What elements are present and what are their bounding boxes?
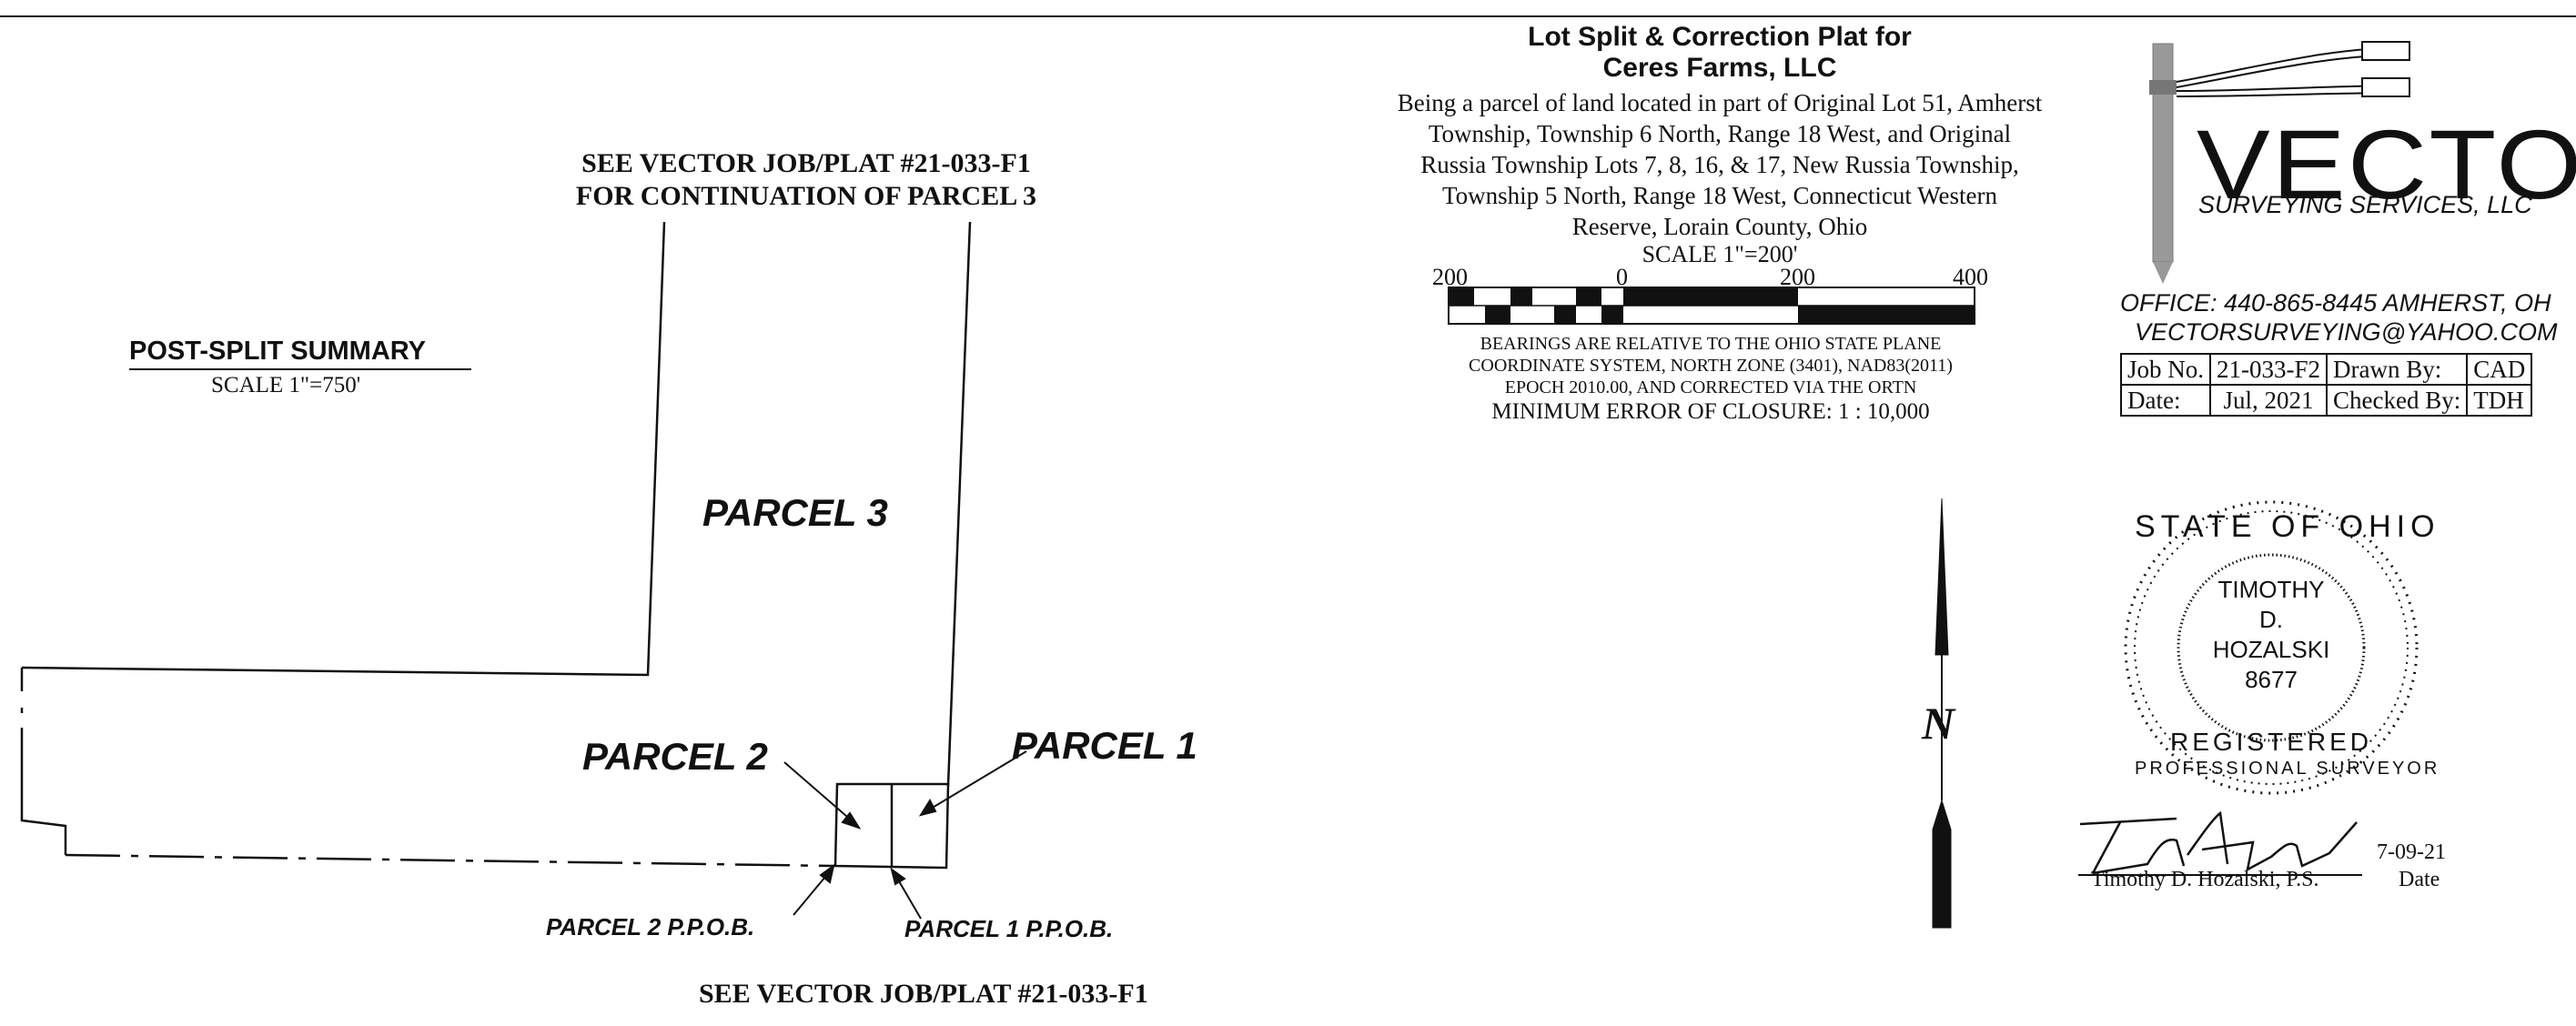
- continuation-top-line1: SEE VECTOR JOB/PLAT #21-033-F1: [581, 148, 1031, 178]
- seal-registered-text: REGISTERED: [2169, 728, 2373, 756]
- seal-name-line: D.: [2259, 606, 2283, 633]
- job-no-label: Job No.: [2119, 353, 2212, 386]
- date-value: Jul, 2021: [2209, 384, 2329, 417]
- parcel-2-ppob-label: PARCEL 2 P.P.O.B.: [546, 913, 755, 940]
- parcel-2-label: PARCEL 2: [582, 735, 768, 778]
- scale-tick-label: 400: [1953, 264, 1988, 290]
- parcel-3-label: PARCEL 3: [702, 491, 888, 534]
- seal-name-line: 8677: [2245, 666, 2298, 693]
- signature-name: Timothy D. Hozalski, P.S.: [2091, 868, 2319, 891]
- scale-tick-label: 200: [1780, 264, 1815, 290]
- seal-name-line: HOZALSKI: [2212, 636, 2330, 663]
- job-info-table: Job No. 21-033-F2 Drawn By: CAD Date: Ju…: [2119, 353, 2533, 417]
- legal-description-line: Being a parcel of land located in part o…: [1397, 89, 2043, 116]
- legal-description: Being a parcel of land located in part o…: [1310, 87, 2129, 242]
- bearings-line: COORDINATE SYSTEM, NORTH ZONE (3401), NA…: [1469, 356, 1953, 376]
- scale-tick-label: 0: [1616, 264, 1628, 290]
- date-label: Date:: [2119, 384, 2212, 417]
- plat-title-line1: Lot Split & Correction Plat for: [1528, 22, 1912, 52]
- scale-label: SCALE 1"=200': [1642, 241, 1798, 267]
- legal-description-line: Reserve, Lorain County, Ohio: [1571, 213, 1868, 240]
- bearings-note: BEARINGS ARE RELATIVE TO THE OHIO STATE …: [1401, 333, 2020, 426]
- signature-date: 7-09-21: [2377, 840, 2446, 864]
- parcel-1-2-outline: [833, 782, 950, 870]
- company-name: VECTOR: [2197, 109, 2576, 219]
- title-block: Lot Split & Correction Plat for Ceres Fa…: [1310, 22, 2129, 267]
- checked-by-label: Checked By:: [2326, 384, 2469, 417]
- job-no-value: 21-033-F2: [2209, 353, 2329, 386]
- company-email: VECTORSURVEYING@YAHOO.COM: [2135, 318, 2558, 346]
- legal-description-line: Township, Township 6 North, Range 18 Wes…: [1428, 120, 2012, 147]
- table-row: Date: Jul, 2021 Checked By: TDH: [2119, 384, 2533, 417]
- seal-name: TIMOTHY D. HOZALSKI 8677: [2180, 575, 2362, 695]
- surveyor-seal: [2124, 500, 2419, 795]
- drawn-by-value: CAD: [2466, 353, 2533, 386]
- seal-name-line: TIMOTHY: [2217, 576, 2325, 603]
- parcel-leaders: [783, 750, 1027, 920]
- plat-title-line2: Ceres Farms, LLC: [1602, 53, 1837, 83]
- scale-tick-label: 200: [1432, 264, 1468, 290]
- parcel-1-label: PARCEL 1: [1012, 724, 1197, 767]
- bearings-line: EPOCH 2010.00, AND CORRECTED VIA THE ORT…: [1504, 377, 1917, 397]
- continuation-note-bottom: SEE VECTOR JOB/PLAT #21-033-F1: [699, 979, 1148, 1009]
- closure-note: MINIMUM ERROR OF CLOSURE: 1 : 10,000: [1491, 399, 1930, 424]
- signature-scribble: [2079, 810, 2358, 875]
- drawn-by-label: Drawn By:: [2326, 353, 2469, 386]
- continuation-note-top: SEE VECTOR JOB/PLAT #21-033-F1 FOR CONTI…: [533, 147, 1079, 213]
- seal-ring-text-top: STATE OF OHIO: [2135, 509, 2440, 544]
- bearings-line: BEARINGS ARE RELATIVE TO THE OHIO STATE …: [1480, 334, 1942, 354]
- company-office: OFFICE: 440-865-8445 AMHERST, OH: [2120, 289, 2551, 317]
- legal-description-line: Russia Township Lots 7, 8, 16, & 17, New…: [1420, 151, 2019, 178]
- seal-ring-text-bottom: PROFESSIONAL SURVEYOR: [2135, 759, 2440, 779]
- signature-date-label: Date: [2399, 868, 2440, 891]
- north-arrow-label: N: [1922, 698, 1955, 749]
- summary-title: POST-SPLIT SUMMARY: [129, 337, 426, 366]
- summary-scale: SCALE 1"=750': [211, 373, 361, 397]
- vector-logo-graphic: [2149, 41, 2410, 284]
- table-row: Job No. 21-033-F2 Drawn By: CAD: [2119, 353, 2533, 386]
- company-subtitle: SURVEYING SERVICES, LLC: [2198, 191, 2532, 218]
- continuation-top-line2: FOR CONTINUATION OF PARCEL 3: [575, 181, 1037, 211]
- parcel-1-ppob-label: PARCEL 1 P.P.O.B.: [904, 915, 1114, 942]
- legal-description-line: Township 5 North, Range 18 West, Connect…: [1442, 182, 1997, 209]
- north-arrow: [1932, 498, 1952, 929]
- checked-by-value: TDH: [2466, 384, 2533, 417]
- scale-bar: [1448, 287, 1975, 325]
- parcel-3-outline: [20, 221, 972, 868]
